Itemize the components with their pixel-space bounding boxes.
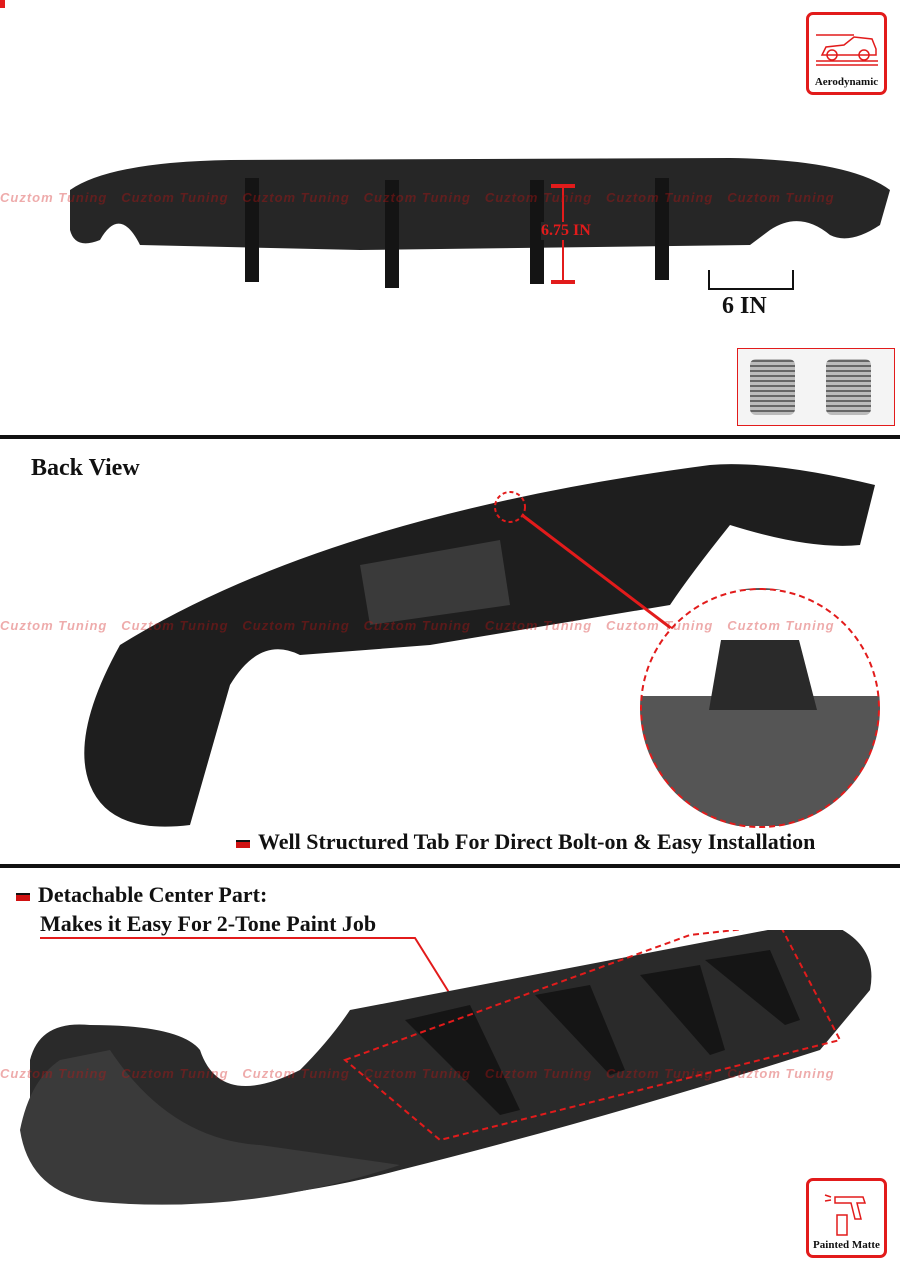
- back-view-title: Back View: [31, 455, 140, 481]
- screws-right: [826, 359, 871, 415]
- car-airflow-icon: [816, 34, 878, 66]
- section-divider: [0, 864, 900, 868]
- watermark: Cuztom Tuning Cuztom Tuning Cuztom Tunin…: [0, 1066, 835, 1081]
- width-dimension-bracket: [708, 270, 794, 290]
- back-view-caption-text: Well Structured Tab For Direct Bolt-on &…: [258, 829, 816, 854]
- section-divider: [0, 435, 900, 439]
- watermark: Cuztom Tuning Cuztom Tuning Cuztom Tunin…: [0, 618, 835, 633]
- height-dimension-label: 6.75 IN: [541, 222, 591, 240]
- screws-left: [750, 359, 795, 415]
- width-dimension-label: 6 IN: [722, 293, 767, 319]
- mounting-tab: [709, 640, 817, 710]
- corner-mark: [0, 0, 5, 8]
- bullet-icon: [16, 892, 30, 901]
- tab-detail-zoom-image: [640, 588, 880, 828]
- detachable-caption: Detachable Center Part: Makes it Easy Fo…: [16, 880, 376, 938]
- painted-matte-badge: Painted Matte: [806, 1178, 887, 1258]
- aerodynamic-label: Aerodynamic: [814, 76, 879, 88]
- detachable-caption-line1: Detachable Center Part:: [38, 882, 268, 907]
- diffuser-back-image: [84, 464, 876, 827]
- spray-gun-icon: [824, 1194, 867, 1236]
- painted-matte-label: Painted Matte: [813, 1239, 880, 1251]
- diffuser-angle-image: [20, 930, 872, 1205]
- back-view-caption: Well Structured Tab For Direct Bolt-on &…: [236, 829, 815, 855]
- hardware-image: [737, 348, 895, 426]
- aerodynamic-badge: Aerodynamic: [806, 12, 887, 95]
- watermark: Cuztom Tuning Cuztom Tuning Cuztom Tunin…: [0, 190, 835, 205]
- detachable-caption-line2: Makes it Easy For 2-Tone Paint Job: [40, 911, 377, 936]
- bullet-icon: [236, 839, 250, 848]
- diffuser-front-image: [70, 158, 890, 288]
